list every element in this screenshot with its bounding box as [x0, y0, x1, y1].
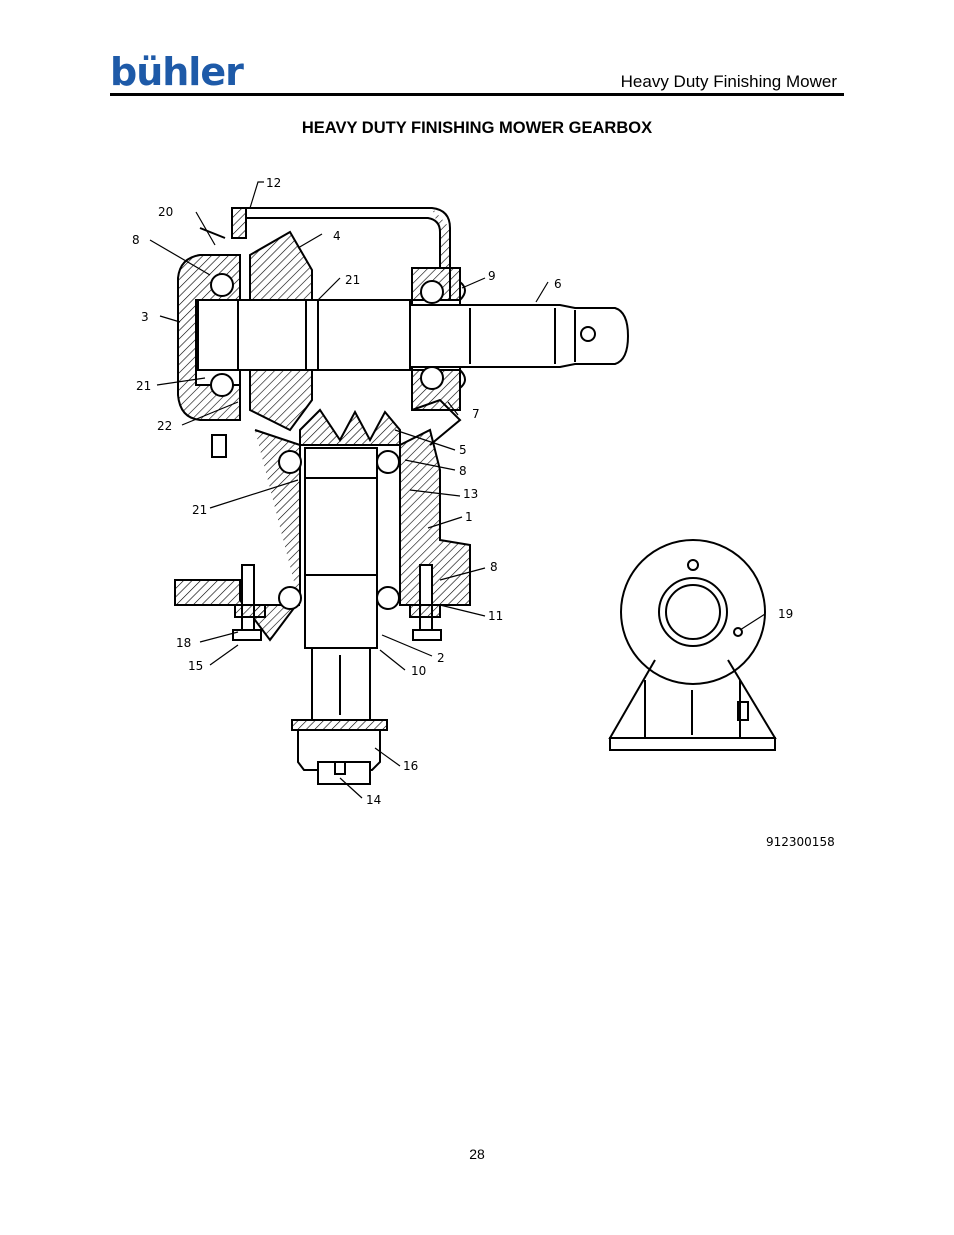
callout-22: 22 [157, 419, 172, 433]
callout-1: 1 [465, 510, 473, 524]
callout-9: 9 [488, 269, 496, 283]
callout-3: 3 [141, 310, 149, 324]
callout-8: 8 [490, 560, 498, 574]
callout-19: 19 [778, 607, 793, 621]
callout-8: 8 [459, 464, 467, 478]
header-rule [110, 93, 844, 96]
callout-18: 18 [176, 636, 191, 650]
leader-lines [149, 181, 766, 799]
callout-21: 21 [345, 273, 360, 287]
gearbox-section-view [174, 207, 630, 785]
header-title: Heavy Duty Finishing Mower [620, 72, 837, 91]
callout-5: 5 [459, 443, 467, 457]
buhler-logo: bühler [110, 50, 244, 94]
document-title: HEAVY DUTY FINISHING MOWER GEARBOX [301, 119, 653, 137]
callout-20: 20 [158, 205, 173, 219]
gearbox-end-view [608, 539, 777, 751]
callout-11: 11 [488, 609, 503, 623]
callout-13: 13 [463, 487, 478, 501]
callout-labels: 12 20 8 4 21 9 6 3 21 7 22 5 8 13 21 1 8… [132, 176, 835, 849]
callout-10: 10 [411, 664, 426, 678]
callout-6: 6 [554, 277, 562, 291]
drawing-number: 912300158 [766, 835, 835, 849]
callout-15: 15 [188, 659, 203, 673]
callout-12: 12 [266, 176, 281, 190]
callout-8: 8 [132, 233, 140, 247]
callout-14: 14 [366, 793, 381, 807]
callout-7: 7 [472, 407, 480, 421]
callout-21: 21 [136, 379, 151, 393]
callout-4: 4 [333, 229, 341, 243]
callout-21: 21 [192, 503, 207, 517]
callout-2: 2 [437, 651, 445, 665]
callout-16: 16 [403, 759, 418, 773]
page-number: 28 [469, 1146, 485, 1162]
